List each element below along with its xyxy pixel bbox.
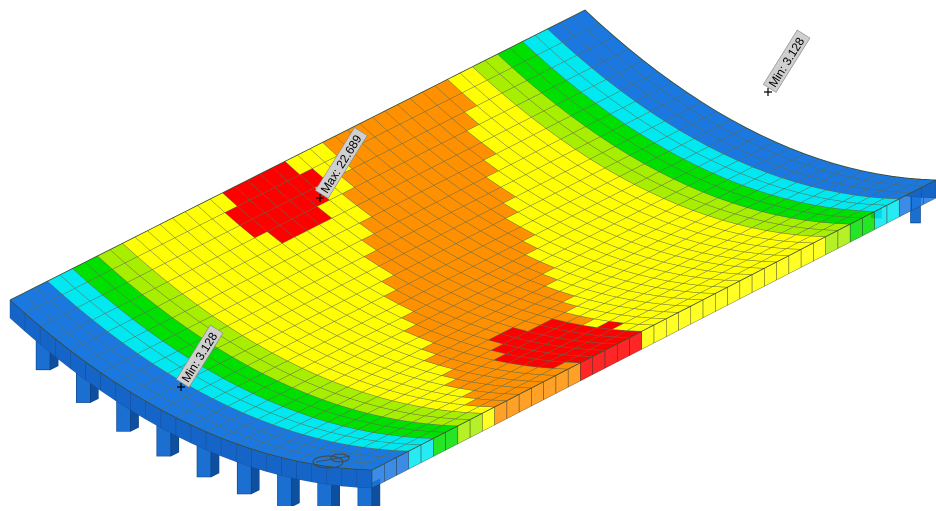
min-top-label: Min: 3.128 [766, 35, 808, 90]
fascia-cell [356, 469, 373, 489]
deck-outline [9, 9, 936, 471]
max-marker [316, 194, 324, 202]
fascia-cell [296, 460, 312, 483]
max-label-box [314, 127, 368, 199]
fascia-cell [341, 467, 358, 488]
deck-surface-contour [9, 9, 936, 471]
min-left-label-box [175, 324, 224, 388]
min-left-marker [177, 383, 185, 391]
fascia-cell [326, 466, 343, 487]
min-top-marker [764, 88, 772, 96]
min-top-label-box [762, 29, 811, 93]
support-constraint-icon [312, 453, 351, 469]
min-top-annotation: Min: 3.128 [762, 29, 811, 96]
mesh-element [908, 179, 936, 187]
